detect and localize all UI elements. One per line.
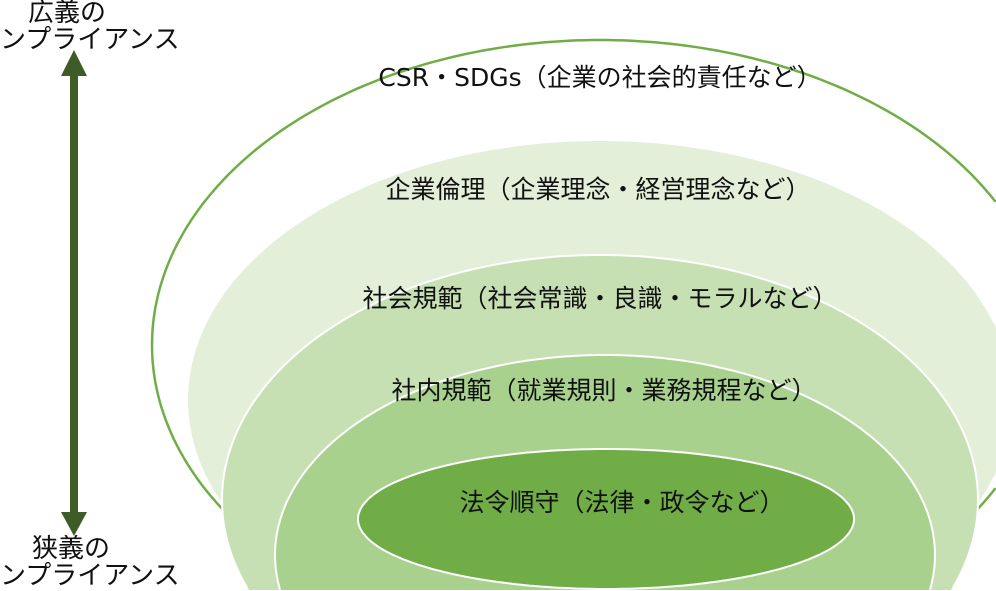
layer-ellipse-internal-rules-outline — [273, 354, 936, 590]
broad-compliance-label-line2: ンプライアンス — [0, 25, 180, 55]
broad-compliance-label: 広義の — [28, 0, 107, 28]
narrow-compliance-label: 狭義の — [32, 534, 111, 564]
layer-ellipse-social-norms-outline — [220, 254, 979, 589]
layer-ellipse-internal-rules-outline — [929, 554, 936, 590]
layer-label-social-norms: 社会規範（社会常識・良識・モラルなど） — [362, 284, 838, 313]
layer-label-laws: 法令順守（法律・政令など） — [459, 488, 785, 517]
layer-ellipse-laws — [358, 449, 854, 589]
layer-label-internal-rules: 社内規範（就業規則・業務規程など） — [391, 376, 817, 405]
narrow-compliance-label-line2: ンプライアンス — [0, 561, 180, 591]
scope-arrow-shaft — [70, 74, 78, 514]
layer-ellipse-laws-outline — [357, 448, 855, 590]
layer-ellipse-ethics-outline — [185, 139, 996, 588]
layer-ellipse-csr-outline — [150, 38, 996, 590]
layer-label-ethics: 企業倫理（企業理念・経営理念など） — [385, 175, 811, 204]
scope-arrow-head-up — [61, 50, 87, 76]
scope-arrow-head-down — [61, 512, 87, 536]
layer-ellipse-social-norms-outline — [952, 499, 979, 589]
layer-label-csr: CSR・SDGs（企業の社会的責任など） — [378, 63, 822, 92]
